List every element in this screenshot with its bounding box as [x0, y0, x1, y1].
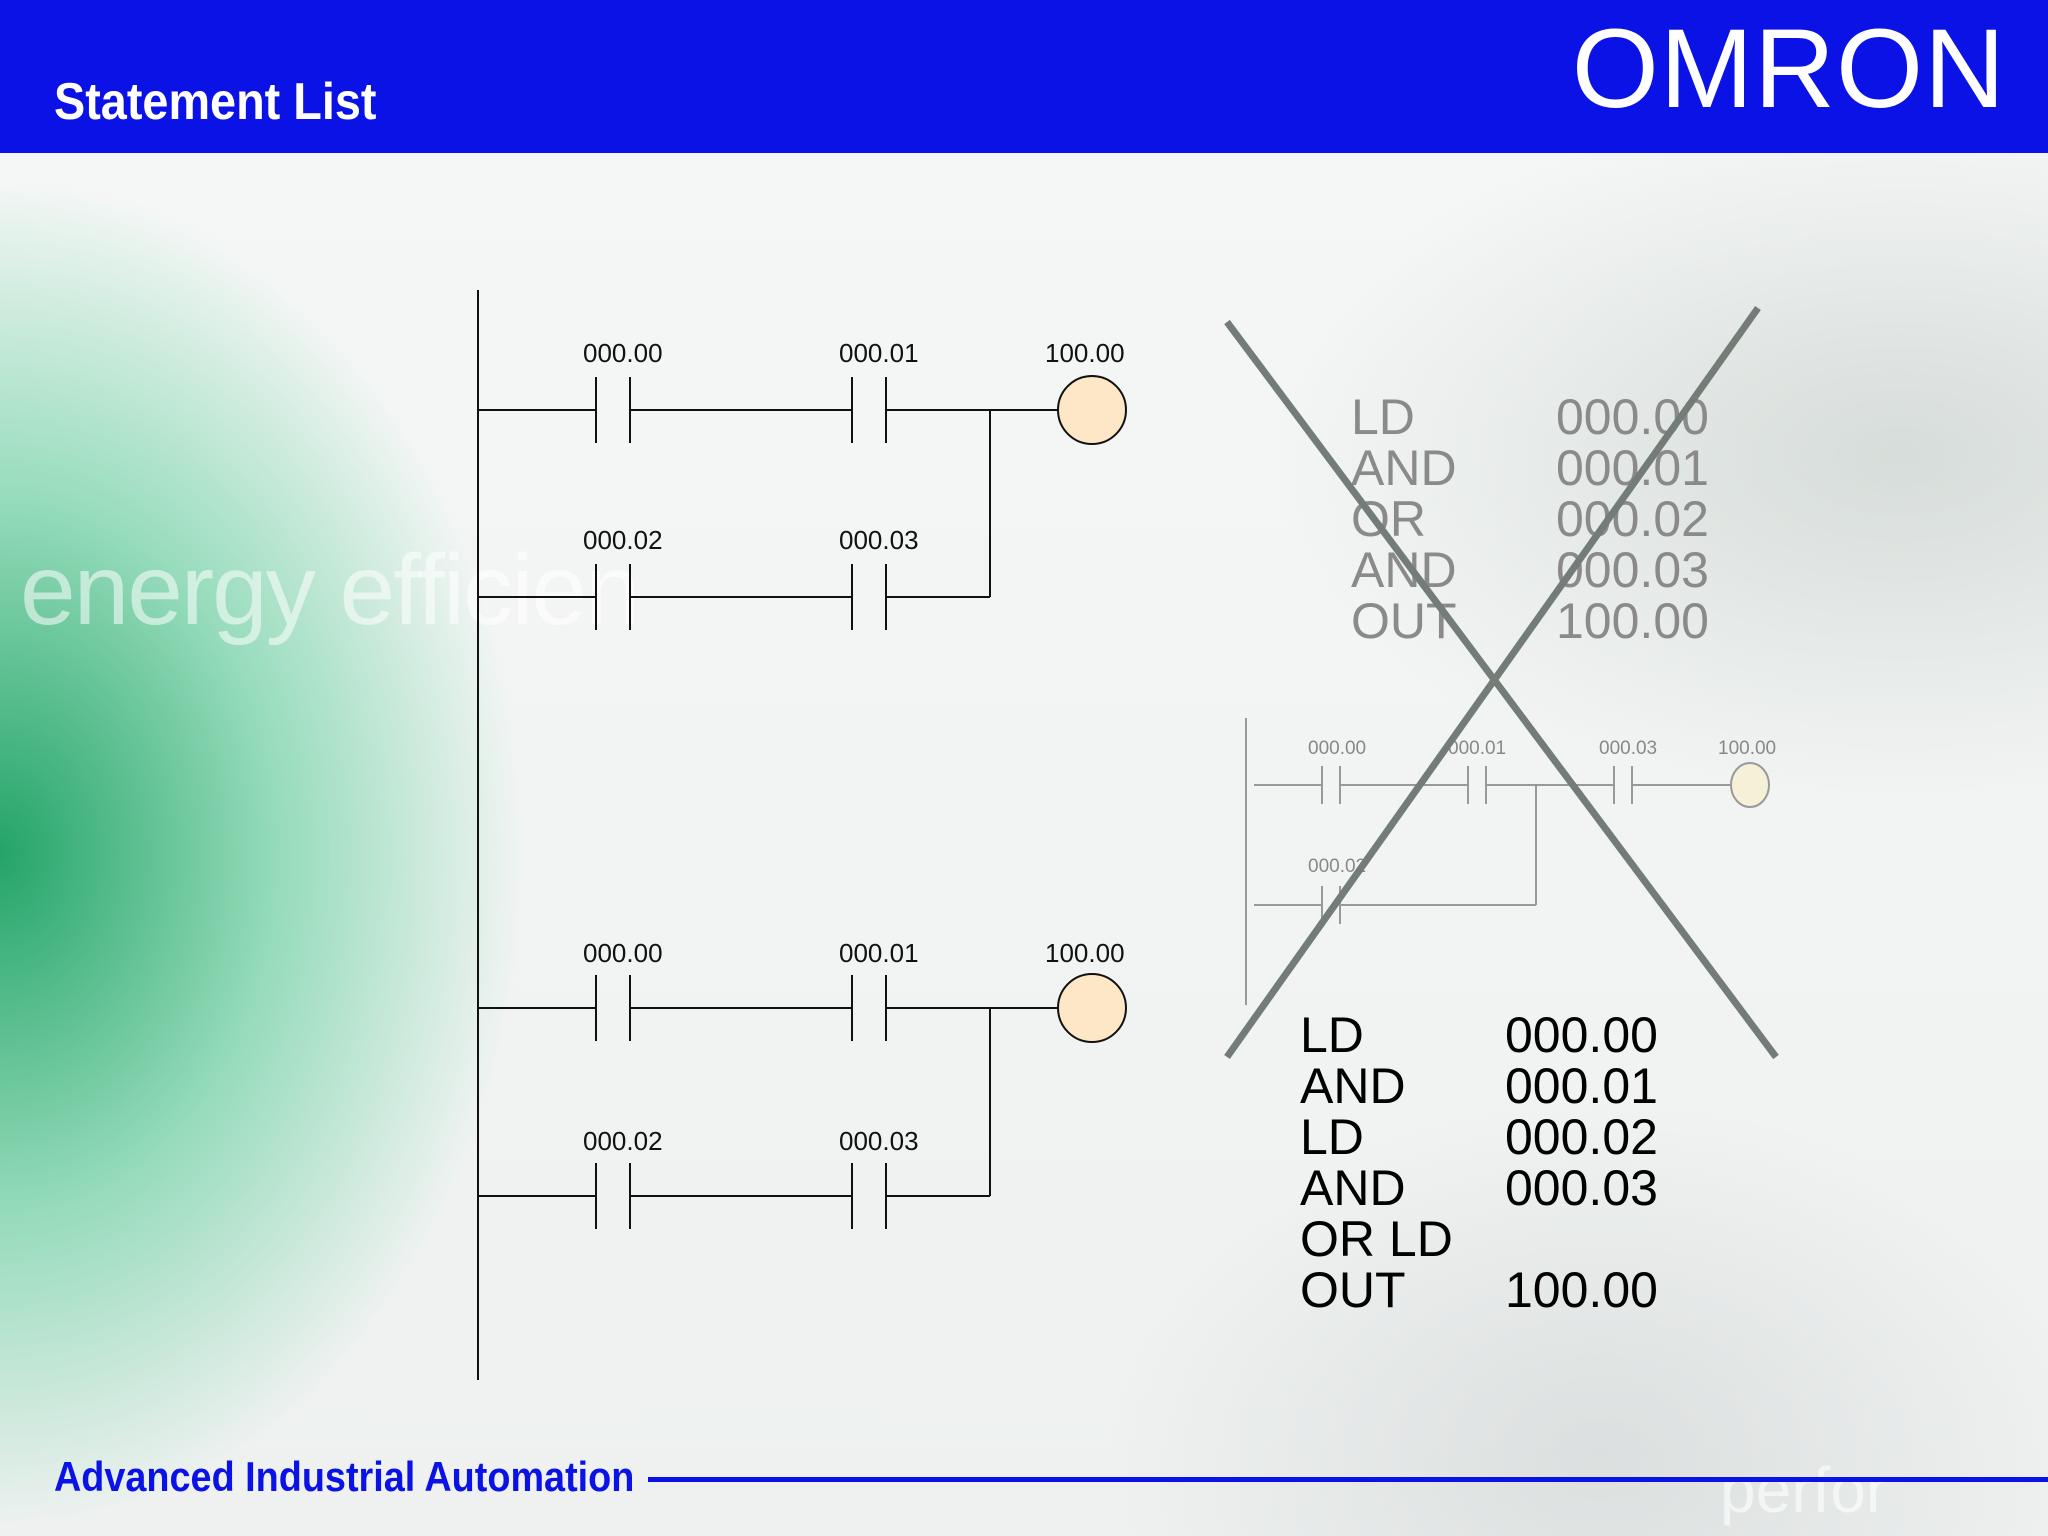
contact-label: 000.02	[583, 1126, 663, 1156]
statement-row: AND 000.01	[1300, 1061, 1658, 1112]
statement-addr: 000.02	[1556, 491, 1709, 547]
statement-addr: 000.03	[1505, 1160, 1658, 1216]
contact-label-small: 000.02	[1308, 856, 1366, 877]
statement-addr: 000.01	[1505, 1058, 1658, 1114]
statement-op: AND	[1300, 1058, 1406, 1114]
footer-divider	[648, 1477, 2048, 1482]
omron-logo: OMRON	[1571, 6, 2006, 131]
contact-label: 000.00	[583, 938, 663, 968]
output-coil	[1057, 375, 1127, 445]
statement-op: OR LD	[1300, 1211, 1453, 1267]
statement-list-correct: LD 000.00 AND 000.01 LD 000.02 AND 000.03 OR…	[1300, 1010, 1658, 1316]
ladder-diagram-top	[478, 375, 1127, 630]
contact-label-small: 000.03	[1599, 738, 1657, 759]
coil-label-small: 100.00	[1718, 738, 1776, 759]
output-coil-small	[1730, 762, 1770, 808]
statement-row: LD 000.00	[1300, 1010, 1658, 1061]
slide-title: Statement List	[54, 73, 377, 131]
contact-label: 000.03	[839, 525, 919, 555]
ladder-diagram-bottom	[478, 973, 1127, 1229]
statement-addr: 000.02	[1505, 1109, 1658, 1165]
output-coil	[1057, 973, 1127, 1043]
statement-row: AND 000.03	[1300, 1163, 1658, 1214]
statement-addr: 100.00	[1556, 593, 1709, 649]
footer-title: Advanced Industrial Automation	[54, 1453, 635, 1500]
coil-label: 100.00	[1045, 338, 1125, 368]
statement-op: OUT	[1300, 1262, 1406, 1318]
ladder-diagram-small	[1245, 718, 1770, 1005]
contact-label: 000.00	[583, 338, 663, 368]
contact-label: 000.03	[839, 1126, 919, 1156]
statement-op: LD	[1300, 1109, 1364, 1165]
background-watermark-text: energy efficien	[20, 534, 641, 646]
statement-op: AND	[1300, 1160, 1406, 1216]
cross-line	[1224, 305, 1761, 1060]
statement-row: OR LD	[1300, 1214, 1658, 1265]
contact-label: 000.01	[839, 338, 919, 368]
slide-header: Statement List OMRON	[0, 0, 2048, 153]
contact-label: 000.01	[839, 938, 919, 968]
statement-op: LD	[1300, 1007, 1364, 1063]
background-watermark-text-2: perfor	[1720, 1454, 1888, 1526]
contact-label: 000.02	[583, 525, 663, 555]
statement-row: LD 000.02	[1300, 1112, 1658, 1163]
statement-addr: 000.00	[1505, 1007, 1658, 1063]
statement-row: OUT 100.00	[1300, 1265, 1658, 1316]
statement-op: LD	[1351, 389, 1415, 445]
coil-label: 100.00	[1045, 938, 1125, 968]
contact-label-small: 000.00	[1308, 738, 1366, 759]
statement-op: AND	[1351, 440, 1457, 496]
statement-addr: 100.00	[1505, 1262, 1658, 1318]
cross-line	[1224, 319, 1779, 1060]
contact-label-small: 000.01	[1448, 738, 1506, 759]
